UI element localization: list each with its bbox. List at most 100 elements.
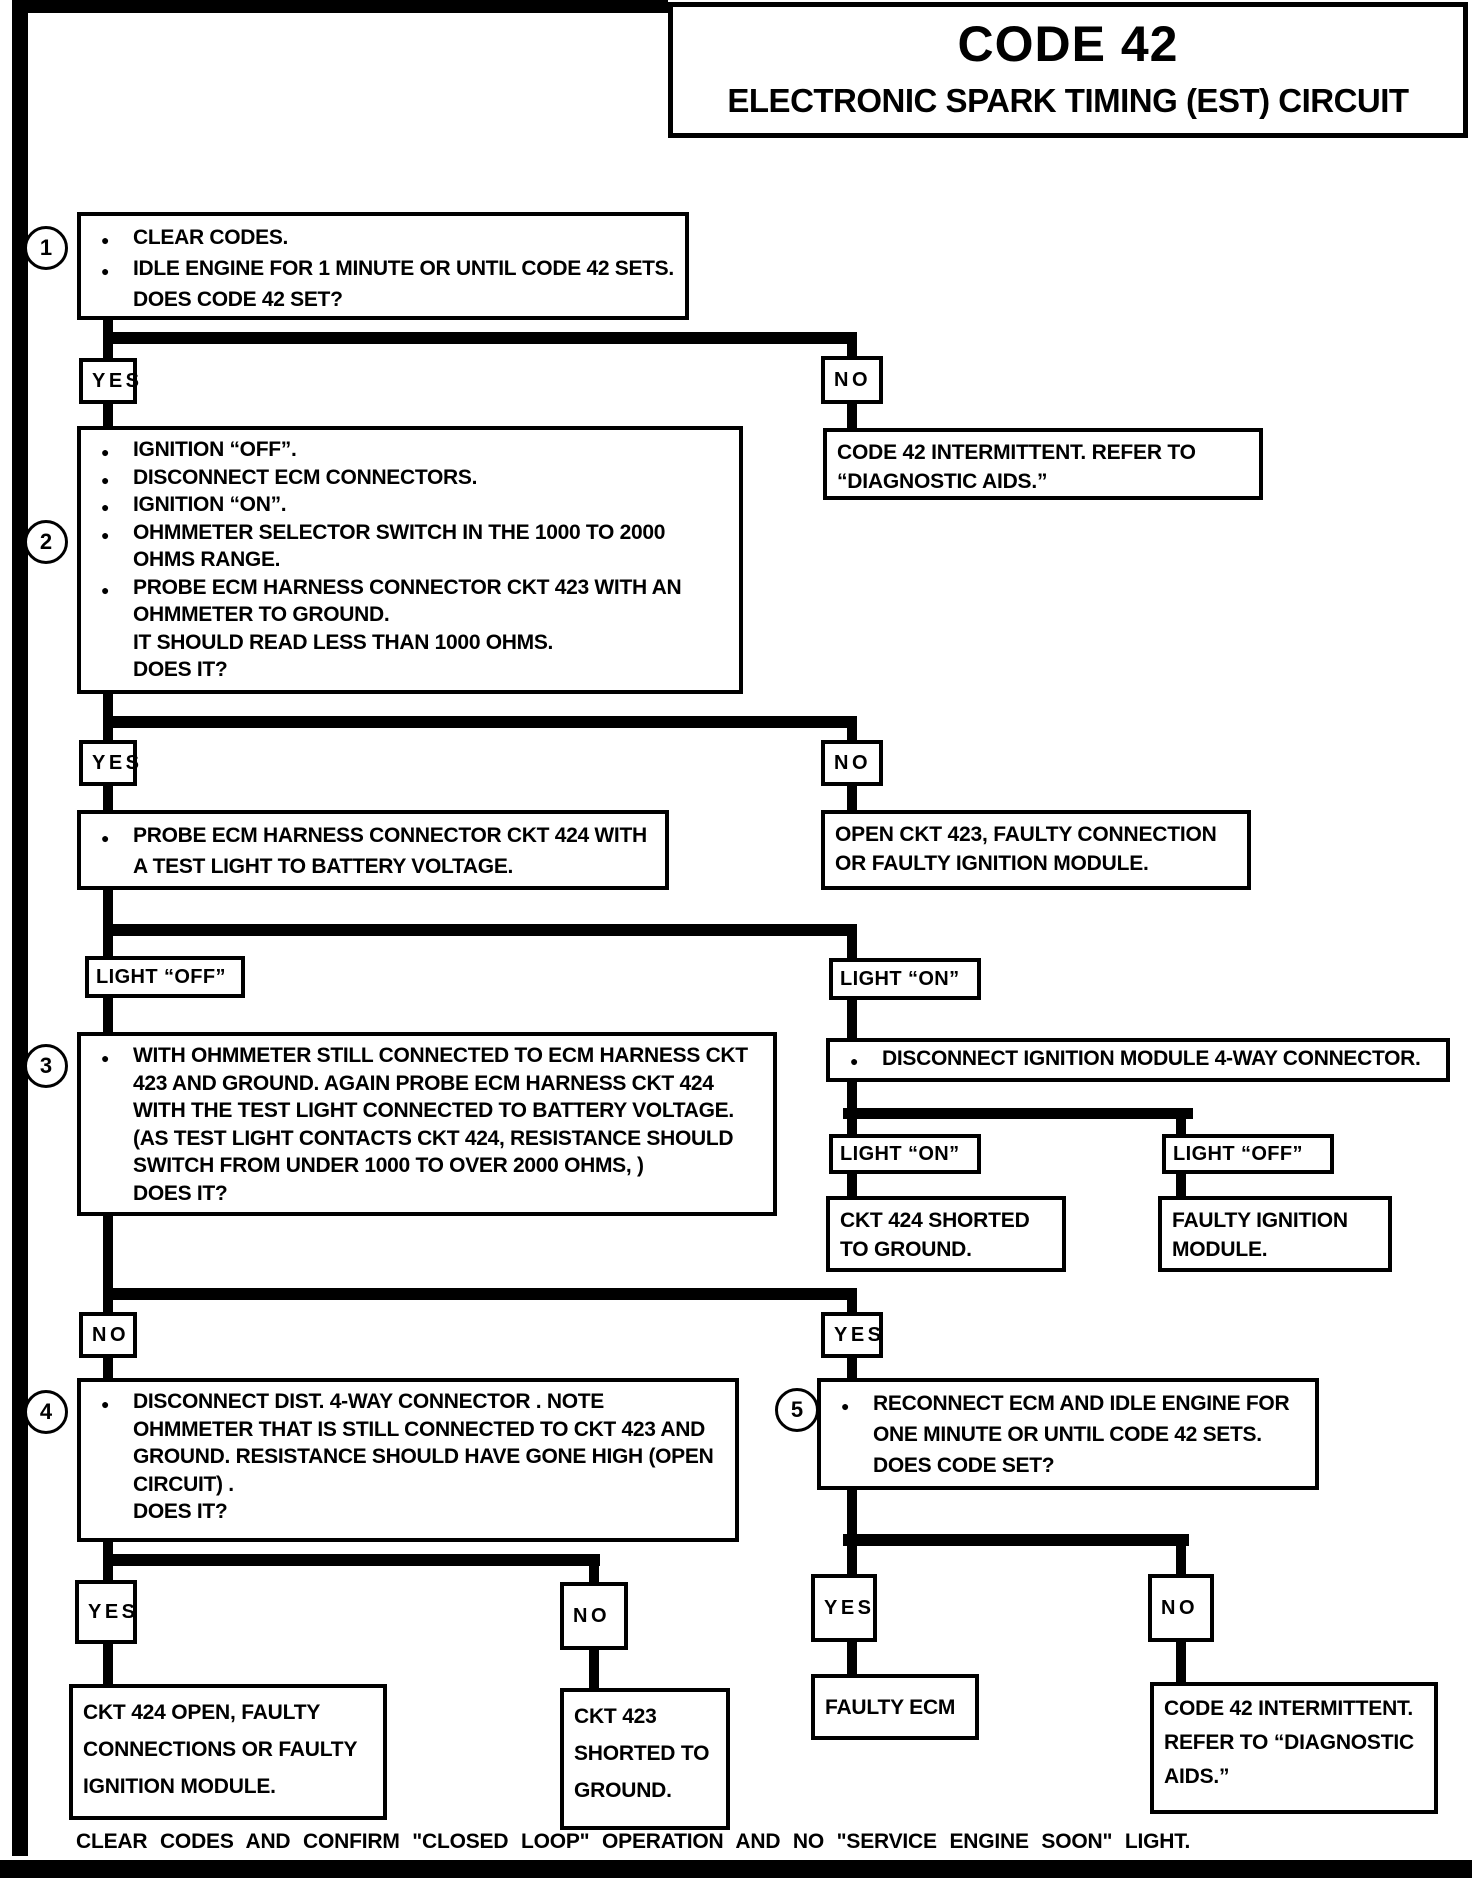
connector-line <box>589 1650 599 1688</box>
left-border-bar <box>12 0 28 1856</box>
branch-no-2: NO <box>821 740 883 786</box>
branch-no-3: NO <box>79 1312 137 1358</box>
step-line: ●DISCONNECT DIST. 4-WAY CONNECTOR . NOTE <box>91 1388 725 1416</box>
result-code42-intermittent-bottom-box: CODE 42 INTERMITTENT. REFER TO “DIAGNOST… <box>1150 1682 1438 1814</box>
connector-line <box>103 936 113 956</box>
connector-line <box>103 1300 113 1312</box>
branch-label: YES <box>92 369 143 392</box>
bullet-icon: ● <box>101 263 110 279</box>
step-line: CIRCUIT) . <box>91 1471 725 1499</box>
branch-label: LIGHT “OFF” <box>96 965 226 988</box>
connector-line <box>103 404 113 426</box>
branch-yes-2: YES <box>79 740 139 786</box>
line-text: SWITCH FROM UNDER 1000 TO OVER 2000 OHMS… <box>133 1154 644 1177</box>
step-line: GROUND. RESISTANCE SHOULD HAVE GONE HIGH… <box>91 1443 725 1471</box>
result-line: CODE 42 INTERMITTENT. <box>1164 1697 1413 1720</box>
connector-line <box>847 1358 857 1378</box>
step-line: 423 AND GROUND. AGAIN PROBE ECM HARNESS … <box>91 1070 763 1098</box>
line-text: OHMMETER THAT IS STILL CONNECTED TO CKT … <box>133 1417 705 1441</box>
branch-label: LIGHT “ON” <box>840 1142 960 1165</box>
connector-line <box>847 1119 857 1134</box>
step-line: ● PROBE ECM HARNESS CONNECTOR CKT 424 WIT… <box>91 820 655 851</box>
line-text: OHMMETER SELECTOR SWITCH IN THE 1000 TO … <box>133 520 666 544</box>
step-line: ONE MINUTE OR UNTIL CODE 42 SETS. <box>831 1419 1305 1450</box>
line-text: OHMMETER TO GROUND. <box>133 603 390 626</box>
branch-yes-4: YES <box>75 1580 137 1644</box>
result-line: CODE 42 INTERMITTENT. REFER TO <box>837 441 1196 464</box>
step-line: OHMS RANGE. <box>91 546 729 574</box>
step-3-box: ● WITH OHMMETER STILL CONNECTED TO ECM HA… <box>77 1032 777 1216</box>
bullet-icon: ● <box>841 1398 850 1414</box>
line-text: IGNITION “OFF”. <box>133 438 297 461</box>
connector-line <box>847 1300 857 1312</box>
branch-light-on-1: LIGHT “ON” <box>829 958 981 1000</box>
result-line: FAULTY IGNITION <box>1172 1209 1348 1232</box>
result-line: “DIAGNOSTIC AIDS.” <box>837 470 1048 493</box>
line-text: PROBE ECM HARNESS CONNECTOR CKT 424 WITH <box>133 824 647 847</box>
connector-line <box>1176 1546 1186 1574</box>
result-line: OPEN CKT 423, FAULTY CONNECTION <box>835 823 1217 846</box>
result-code42-intermittent-top-box: CODE 42 INTERMITTENT. REFER TO “DIAGNOST… <box>823 428 1263 500</box>
step-line: WITH THE TEST LIGHT CONNECTED TO BATTERY… <box>91 1097 763 1125</box>
step-number-label: 1 <box>39 235 53 260</box>
connector-line <box>103 716 857 728</box>
branch-no-1: NO <box>821 356 883 404</box>
step-line: IT SHOULD READ LESS THAN 1000 OHMS. <box>91 629 729 657</box>
step-line: DOES IT? <box>91 1498 725 1526</box>
step-number-5: 5 <box>775 1388 819 1432</box>
bullet-icon: ● <box>101 232 110 248</box>
connector-line <box>843 1534 1189 1546</box>
line-text: DOES IT? <box>133 1181 228 1205</box>
step-2-box: ● IGNITION “OFF”. ●DISCONNECT ECM CONNECT… <box>77 426 743 694</box>
result-line: GROUND. <box>574 1779 672 1802</box>
step-number-2: 2 <box>24 520 68 564</box>
connector-line <box>103 694 113 716</box>
result-line: FAULTY ECM <box>825 1695 956 1719</box>
line-text: OHMS RANGE. <box>133 548 281 571</box>
branch-label: YES <box>88 1600 139 1623</box>
branch-label: NO <box>834 368 871 391</box>
branch-no-5: NO <box>1148 1574 1214 1642</box>
bullet-icon: ● <box>101 444 110 460</box>
branch-yes-3: YES <box>821 1312 883 1358</box>
result-line: CONNECTIONS OR FAULTY <box>83 1738 358 1761</box>
result-ckt424-shorted-box: CKT 424 SHORTED TO GROUND. <box>826 1196 1066 1272</box>
branch-light-off-2: LIGHT “OFF” <box>1162 1134 1334 1174</box>
connector-line <box>103 332 857 344</box>
branch-label: YES <box>92 751 143 774</box>
connector-line <box>847 1546 857 1574</box>
line-text: PROBE ECM HARNESS CONNECTOR CKT 423 WITH… <box>133 575 682 599</box>
connector-line <box>103 1288 857 1300</box>
bullet-icon: ● <box>101 471 110 488</box>
branch-light-off-1: LIGHT “OFF” <box>85 956 245 998</box>
step-line: ● IGNITION “OFF”. <box>91 436 729 464</box>
connector-line <box>847 1000 857 1038</box>
line-text: DISCONNECT IGNITION MODULE 4-WAY CONNECT… <box>882 1047 1421 1071</box>
result-faulty-ecm-box: FAULTY ECM <box>811 1674 979 1740</box>
result-line: REFER TO “DIAGNOSTIC <box>1164 1731 1414 1754</box>
line-text: 423 AND GROUND. AGAIN PROBE ECM HARNESS … <box>133 1071 714 1095</box>
result-open-ckt423-box: OPEN CKT 423, FAULTY CONNECTION OR FAULT… <box>821 810 1251 890</box>
step-line: A TEST LIGHT TO BATTERY VOLTAGE. <box>91 851 655 882</box>
step-line: SWITCH FROM UNDER 1000 TO OVER 2000 OHMS… <box>91 1152 763 1180</box>
page-subtitle: ELECTRONIC SPARK TIMING (EST) CIRCUIT <box>727 82 1409 119</box>
line-text: IDLE ENGINE FOR 1 MINUTE OR UNTIL CODE 4… <box>133 257 674 280</box>
connector-line <box>1176 1174 1186 1196</box>
step-line: (AS TEST LIGHT CONTACTS CKT 424, RESISTA… <box>91 1125 763 1153</box>
connector-line <box>1176 1642 1186 1682</box>
bullet-icon: ● <box>101 1050 110 1066</box>
bullet-icon: ● <box>101 830 110 846</box>
branch-no-4: NO <box>560 1582 628 1650</box>
connector-line <box>103 314 113 332</box>
line-text: WITH OHMMETER STILL CONNECTED TO ECM HAR… <box>133 1044 748 1067</box>
result-ckt424-open-box: CKT 424 OPEN, FAULTY CONNECTIONS OR FAUL… <box>69 1684 387 1820</box>
step-5-box: ●RECONNECT ECM AND IDLE ENGINE FOR ONE M… <box>817 1378 1319 1490</box>
line-text: DOES CODE 42 SET? <box>133 288 343 311</box>
step-line: ●DISCONNECT ECM CONNECTORS. <box>91 464 729 492</box>
branch-label: YES <box>824 1596 875 1619</box>
connector-line <box>847 344 857 356</box>
connector-line <box>103 728 113 740</box>
connector-line <box>103 1542 113 1554</box>
top-border-bar <box>12 0 668 13</box>
step-number-label: 2 <box>39 529 53 554</box>
